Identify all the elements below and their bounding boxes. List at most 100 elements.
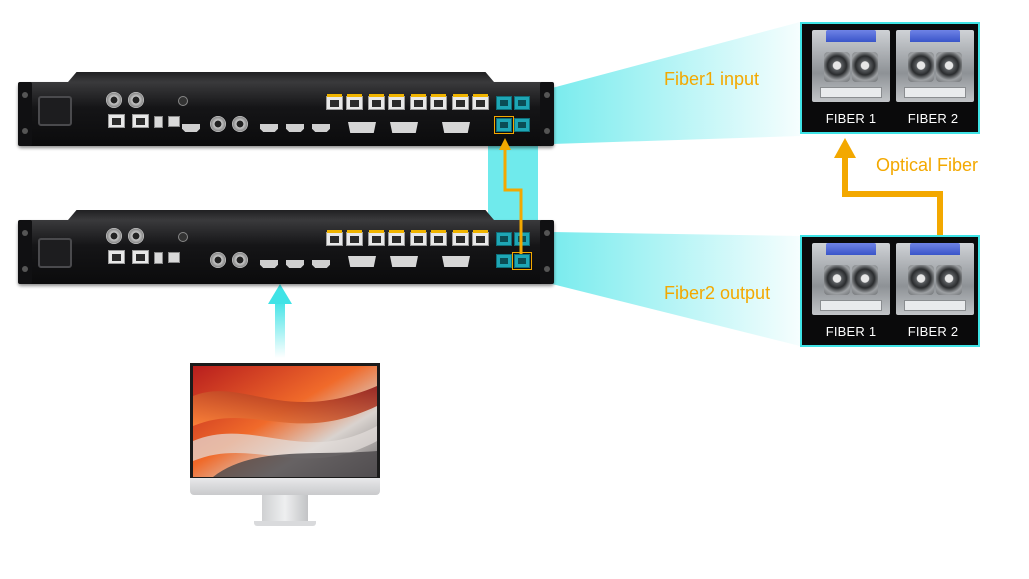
monitor-base — [254, 521, 316, 526]
rs232-port — [132, 250, 149, 264]
fiber-panel-bottom: FIBER 1 FIBER 2 — [800, 235, 980, 347]
fiber1-highlight — [494, 116, 514, 134]
controller-device-bottom — [18, 210, 554, 284]
device-top-cover — [68, 72, 494, 82]
fiber-port-label-2: FIBER 2 — [907, 324, 959, 339]
lens-right — [852, 52, 878, 82]
fiber-port-label-2: FIBER 2 — [907, 111, 959, 126]
rs232-port — [132, 114, 149, 128]
fiber-port-1 — [496, 254, 512, 268]
hdmi-in-port-1 — [260, 124, 278, 132]
fiber-slot-2 — [896, 243, 974, 315]
usb-port — [154, 116, 163, 128]
dvi-port-3 — [442, 122, 470, 133]
hdmi-in-port-3 — [312, 260, 330, 268]
beam-between-devices — [488, 138, 538, 232]
monitor-stand — [262, 495, 308, 523]
sdi-loop-port — [232, 116, 248, 132]
ethernet-port-8 — [472, 94, 489, 110]
fiber-port-opt2 — [514, 96, 530, 110]
device-top-cover — [68, 210, 494, 220]
ethernet-port-5 — [410, 94, 427, 110]
lens-left — [824, 265, 850, 295]
hdmi-out-port — [182, 124, 200, 132]
ethernet-port-7 — [452, 94, 469, 110]
genlock-in-port — [106, 92, 122, 108]
usb-b-port — [168, 252, 180, 263]
fiber-slot-1 — [812, 30, 890, 102]
fiber-port-1 — [496, 118, 512, 132]
hdmi-in-port-3 — [312, 124, 330, 132]
ethernet-port-1 — [326, 94, 343, 110]
video-port — [178, 232, 188, 242]
fiber-port-2 — [514, 118, 530, 132]
hdmi-in-port-2 — [286, 124, 304, 132]
ethernet-port-6 — [430, 94, 447, 110]
fiber-port-2 — [514, 254, 530, 268]
power-socket — [38, 238, 72, 268]
lens-left — [908, 265, 934, 295]
beam-to-bottom-panel — [494, 232, 800, 346]
rack-ear-right — [540, 82, 554, 146]
dvi-port-3 — [442, 256, 470, 267]
video-port — [178, 96, 188, 106]
fiber-link-arrowhead-device — [499, 138, 511, 150]
ethernet-port-8 — [472, 230, 489, 246]
power-socket — [38, 96, 72, 126]
rack-ear-right — [540, 220, 554, 284]
fiber-panel-top: FIBER 1 FIBER 2 — [800, 22, 980, 134]
ethernet-port-2 — [346, 230, 363, 246]
lens-left — [908, 52, 934, 82]
lan-port — [108, 250, 125, 264]
ethernet-port-3 — [368, 230, 385, 246]
lens-right — [936, 265, 962, 295]
ethernet-port-2 — [346, 94, 363, 110]
lens-left — [824, 52, 850, 82]
rack-ear-left — [18, 82, 32, 146]
hdmi-in-port-1 — [260, 260, 278, 268]
dvi-port-1 — [348, 256, 376, 267]
fiber-slot-2 — [896, 30, 974, 102]
ethernet-port-1 — [326, 230, 343, 246]
sdi-loop-port — [232, 252, 248, 268]
genlock-loop-port — [128, 92, 144, 108]
ethernet-port-6 — [430, 230, 447, 246]
fiber-port-opt1 — [496, 96, 512, 110]
dvi-port-2 — [390, 122, 418, 133]
genlock-loop-port — [128, 228, 144, 244]
usb-port — [154, 252, 163, 264]
fiber-port-opt1 — [496, 232, 512, 246]
ethernet-port-3 — [368, 94, 385, 110]
monitor-screen — [190, 363, 380, 480]
sdi-in-port — [210, 116, 226, 132]
fiber-link-arrowhead-panel — [834, 138, 856, 158]
beam-to-top-panel — [494, 22, 800, 144]
ethernet-port-4 — [388, 230, 405, 246]
fiber-link-between-panels — [842, 154, 943, 236]
genlock-in-port — [106, 228, 122, 244]
fiber2-output-label: Fiber2 output — [664, 283, 771, 303]
lan-port — [108, 114, 125, 128]
hdmi-in-port-2 — [286, 260, 304, 268]
ethernet-port-5 — [410, 230, 427, 246]
fiber-port-label-1: FIBER 1 — [825, 324, 877, 339]
sdi-in-port — [210, 252, 226, 268]
ethernet-port-4 — [388, 94, 405, 110]
dvi-port-1 — [348, 122, 376, 133]
fiber-link-between-devices — [503, 146, 523, 254]
usb-b-port — [168, 116, 180, 127]
arrow-up-icon — [268, 284, 292, 304]
fiber-slot-1 — [812, 243, 890, 315]
dvi-port-2 — [390, 256, 418, 267]
wallpaper-image — [193, 366, 377, 477]
fiber1-input-label: Fiber1 input — [664, 69, 760, 89]
lens-right — [936, 52, 962, 82]
controller-device-top — [18, 72, 554, 146]
monitor-chin — [190, 478, 380, 495]
lens-right — [852, 265, 878, 295]
fiber-port-label-1: FIBER 1 — [825, 111, 877, 126]
optical-fiber-label: Optical Fiber — [876, 155, 979, 175]
ethernet-port-7 — [452, 230, 469, 246]
